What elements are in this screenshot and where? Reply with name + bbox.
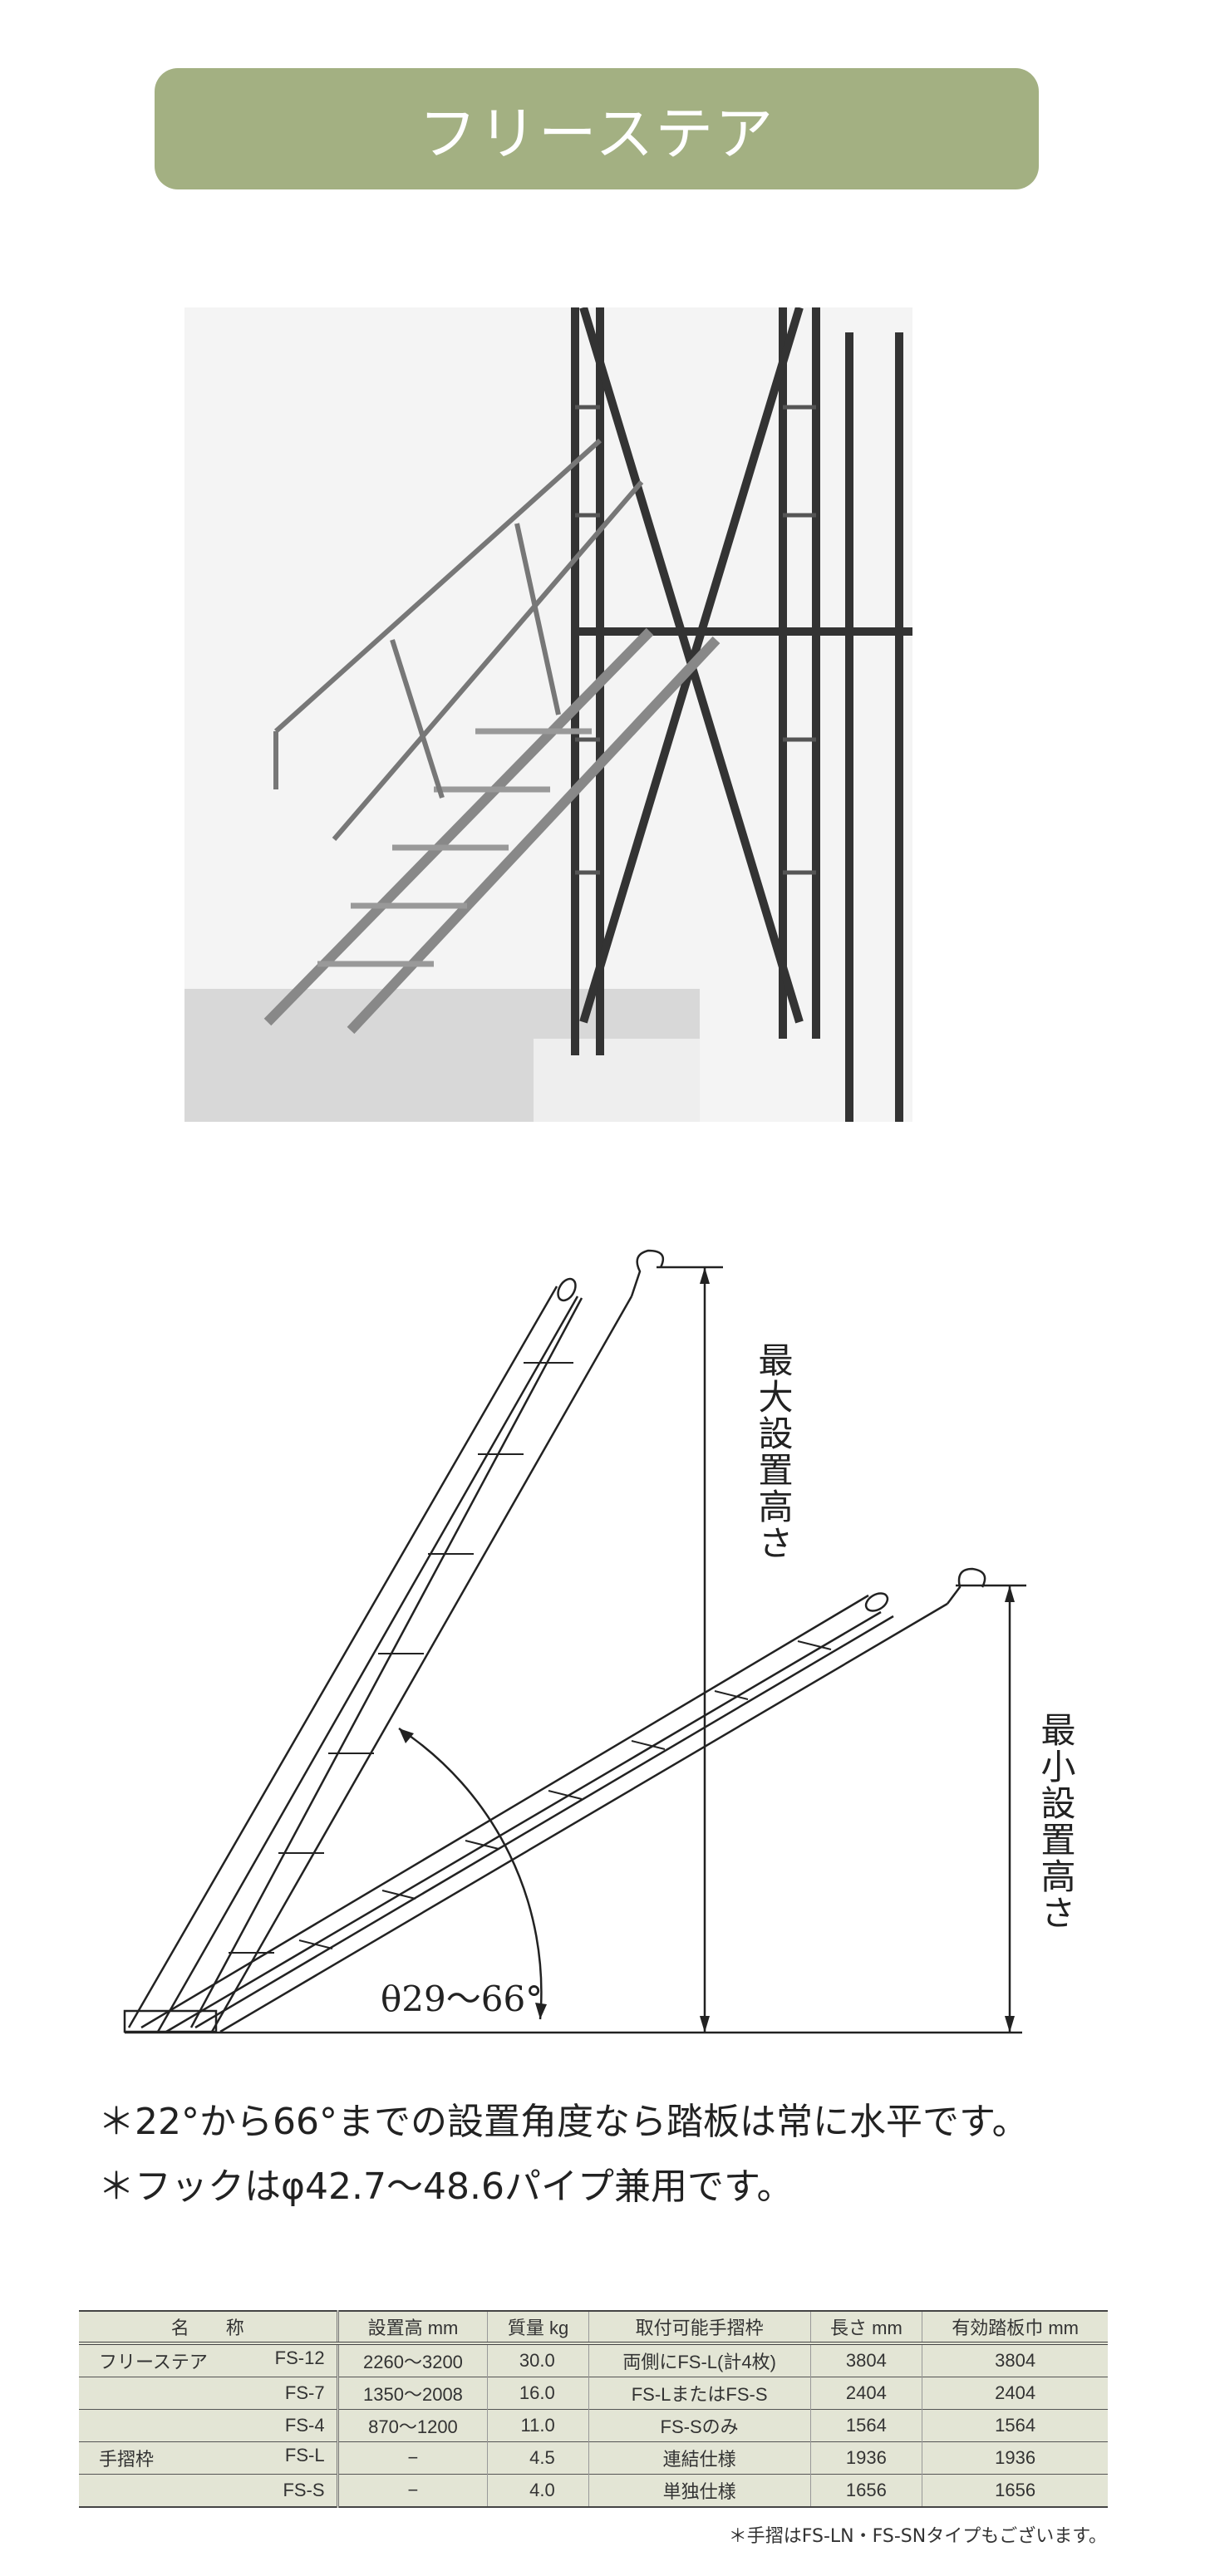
cell-name: FS-S [79,2475,337,2508]
cell-mass: 30.0 [487,2343,589,2377]
cell-rail: 連結仕様 [588,2441,811,2475]
cell-rail: 単独仕様 [588,2474,811,2507]
cell-model: FS-12 [274,2347,325,2368]
cell-model: FS-L [284,2445,325,2465]
note-angle: ＊22°から66°までの設置角度なら踏板は常に水平です。 [98,2101,1029,2143]
product-photo [184,307,912,1122]
cell-name: フリーステア FS-12 [79,2343,337,2377]
cell-name: FS-7 [79,2377,337,2410]
cell-mass: 4.5 [487,2441,589,2475]
cell-model: FS-7 [284,2382,325,2403]
col-name: 名 称 [79,2311,338,2345]
cell-height: 1350〜2008 [336,2377,488,2410]
cell-length: 1936 [809,2441,922,2475]
cell-height: − [336,2474,488,2507]
max-height-label: 最大設置高さ [753,1342,794,1561]
cell-length: 3804 [809,2343,922,2377]
ladder-rail [156,1295,579,2033]
cell-name: 手摺枠 FS-L [79,2442,337,2475]
ladder-rail [219,1602,948,2033]
angle-diagram [123,1249,1026,2034]
col-width: 有効踏板巾 mm [922,2311,1108,2345]
ladder-rail [127,1286,558,2028]
min-height-label: 最小設置高さ [1035,1712,1076,1931]
cell-length: 1656 [809,2474,922,2507]
spec-table: 名 称 設置高 mm 質量 kg 取付可能手摺枠 長さ mm 有効踏板巾 mm … [79,2310,1108,2508]
table-footnote: ＊手摺はFS-LN・FS-SNタイプもございます。 [728,2526,1107,2547]
cell-rail: FS-Sのみ [588,2409,811,2442]
angle-label: θ29〜66° [381,1979,543,2019]
cell-mass: 16.0 [487,2377,589,2410]
cell-model: FS-4 [284,2415,325,2436]
col-length: 長さ mm [809,2311,922,2345]
cell-length: 2404 [809,2377,922,2410]
ladder-rail [210,1295,633,2033]
cell-width: 1564 [922,2409,1108,2442]
cell-length: 1564 [809,2409,922,2442]
cell-height: 2260〜3200 [336,2343,488,2377]
cell-mass: 4.0 [487,2474,589,2507]
cell-mass: 11.0 [487,2409,589,2442]
cell-group: 手摺枠 [99,2449,155,2470]
cell-width: 2404 [922,2377,1108,2410]
cell-height: − [336,2441,488,2475]
cell-group: フリーステア [99,2352,208,2372]
cell-rail: 両側にFS-L(計4枚) [588,2343,811,2377]
ladder-rail [189,1297,583,2028]
col-mass: 質量 kg [487,2311,589,2345]
ladder-rail [140,1594,869,2029]
cell-rail: FS-LまたはFS-S [588,2377,811,2410]
title-banner: フリーステア [155,68,1039,189]
note-hook: ＊フックはφ42.7〜48.6パイプ兼用です。 [98,2166,794,2208]
cell-model: FS-S [283,2480,325,2500]
cell-width: 1656 [922,2474,1108,2507]
cell-name: FS-4 [79,2410,337,2442]
table-header-row: 名 称 設置高 mm 質量 kg 取付可能手摺枠 長さ mm 有効踏板巾 mm [79,2311,1108,2345]
ladder-rail [194,1615,894,2029]
cell-width: 3804 [922,2343,1108,2377]
cell-width: 1936 [922,2441,1108,2475]
cell-height: 870〜1200 [336,2409,488,2442]
col-height: 設置高 mm [336,2311,488,2345]
page-title: フリーステア [418,99,775,168]
col-rail: 取付可能手摺枠 [588,2311,811,2345]
ladder-rail [165,1610,882,2033]
